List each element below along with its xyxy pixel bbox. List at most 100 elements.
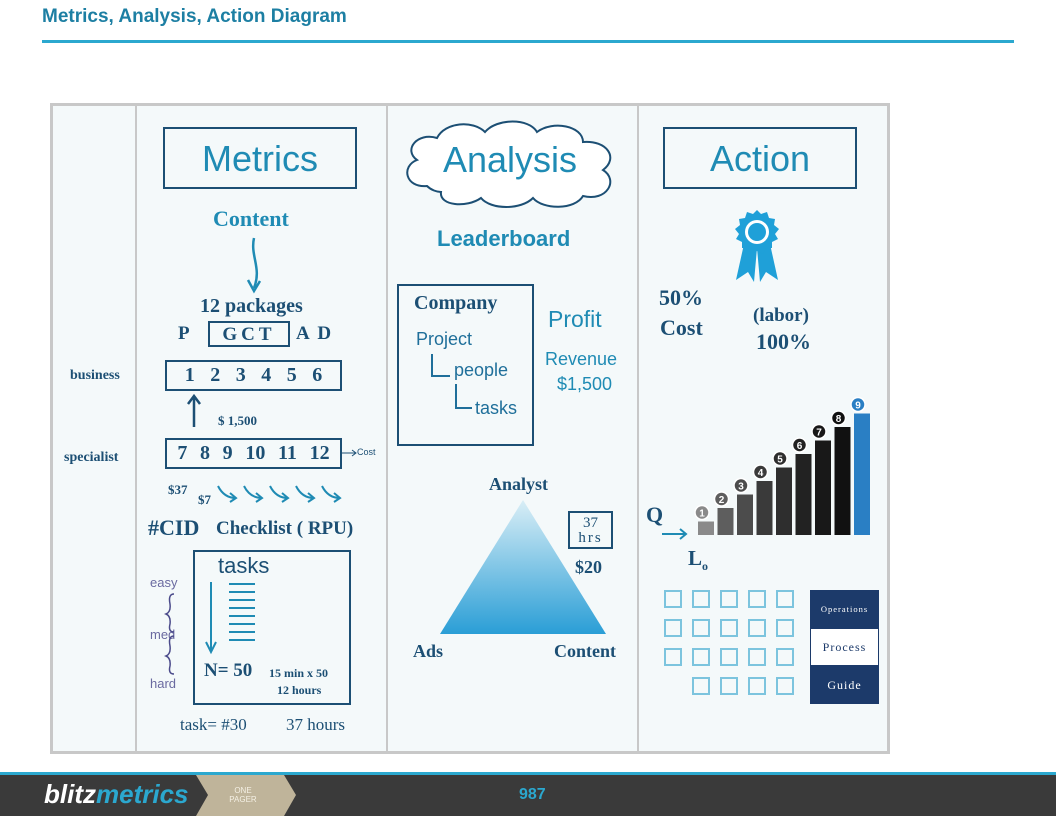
step-number-badge [850,396,866,413]
letter-p: P [178,323,190,344]
step-number-label: 6 [797,441,803,452]
step-number-badge [811,423,827,440]
tasks-box [193,550,351,705]
med-label: med [150,627,176,642]
package-number: 8 [200,442,210,464]
grid-square [776,677,794,695]
analysis-content-label: Content [554,641,616,661]
cost-arrow-icon [342,449,357,457]
step-bar [737,494,753,535]
up-arrow-icon [187,393,201,427]
step-number-badge [830,410,847,426]
grid-square [748,677,766,695]
step-number-label: 9 [855,401,861,412]
grid-square [776,590,794,608]
triangle-graphic [440,500,606,634]
step-bar [756,481,773,535]
content-arrow [246,237,262,294]
step-bar [717,508,734,535]
brace-icon [164,593,175,675]
step-bar [815,440,831,535]
opg-operations: Operations [810,590,879,628]
blitzmetrics-logo: blitzmetrics [44,779,189,809]
checkbox-grid [664,590,804,704]
lo-label: Lo [688,546,709,574]
step-number-badge [791,437,808,453]
grid-square [776,648,794,666]
step-number-label: 7 [816,428,822,439]
labor-label: (labor) [753,305,809,326]
grid-square [692,619,710,637]
column-divider [135,103,137,754]
step-bar [698,521,714,535]
grid-square [720,590,738,608]
grid-square [664,590,682,608]
step-number-label: 5 [777,455,783,466]
project-label: Project [416,329,473,349]
grid-square [776,619,794,637]
step-number-label: 3 [738,482,744,493]
package-number: 9 [222,442,233,464]
hours-number: 37 [583,515,598,531]
ads-label: Ads [413,641,444,661]
cost-text: Cost [660,315,703,340]
header-rule [42,40,1014,43]
package-number: 1 [184,364,195,386]
business-row: 1 2 3 4 5 6 [165,360,342,391]
hours-unit: hrs [578,530,603,546]
grid-square [664,619,682,637]
step-number-label: 1 [699,509,705,520]
dollar-37: $37 [168,482,188,497]
analyst-label: Analyst [489,474,549,494]
tasks-label: tasks [475,398,518,418]
step-bar [854,413,870,535]
task-hours: 37 hours [286,715,346,734]
hours-box: 37 hrs [568,511,613,549]
metrics-heading: Metrics [163,127,357,189]
letters-ad: A D [296,323,334,344]
specialist-label: specialist [64,450,119,465]
step-number-badge [752,464,769,480]
package-number: 11 [278,442,297,464]
step-number-badge [733,477,749,494]
pct-100: 100% [756,329,811,354]
opg-process: Process [810,628,879,666]
package-number: 3 [235,364,246,386]
step-bar [776,467,792,535]
grid-square [692,590,710,608]
grid-square [748,619,766,637]
package-number: 4 [261,364,272,386]
tasks-title: tasks [218,553,270,578]
column-divider [637,103,639,754]
q-arrow-icon [662,528,688,540]
packages-label: 12 packages [200,295,303,317]
grid-square [720,677,738,695]
company-label: Company [414,292,498,314]
package-number: 10 [245,442,266,464]
grid-square [720,648,738,666]
grid-square [748,648,766,666]
leaderboard-label: Leaderboard [437,226,571,251]
package-number: 12 [309,442,330,464]
action-heading: Action [663,127,857,189]
grid-square [664,648,682,666]
footer-bar [0,775,1056,816]
footer-rule [0,772,1056,775]
easy-label: easy [150,575,178,590]
step-bar [834,427,851,535]
step-number-label: 8 [836,414,842,425]
opg-guide: Guide [810,666,879,704]
package-number: 2 [210,364,221,386]
hierarchy-lines [431,354,472,409]
dollar-7: $7 [198,492,211,507]
grid-square [692,648,710,666]
cloud-icon [406,120,612,208]
grid-square [692,677,710,695]
analysis-heading: Analysis [442,139,578,180]
page-title: Metrics, Analysis, Action Diagram [42,6,347,27]
diagram-frame [50,103,890,754]
step-number-badge [772,450,788,467]
page-number: 987 [519,786,546,803]
step-number-badge [694,504,710,521]
